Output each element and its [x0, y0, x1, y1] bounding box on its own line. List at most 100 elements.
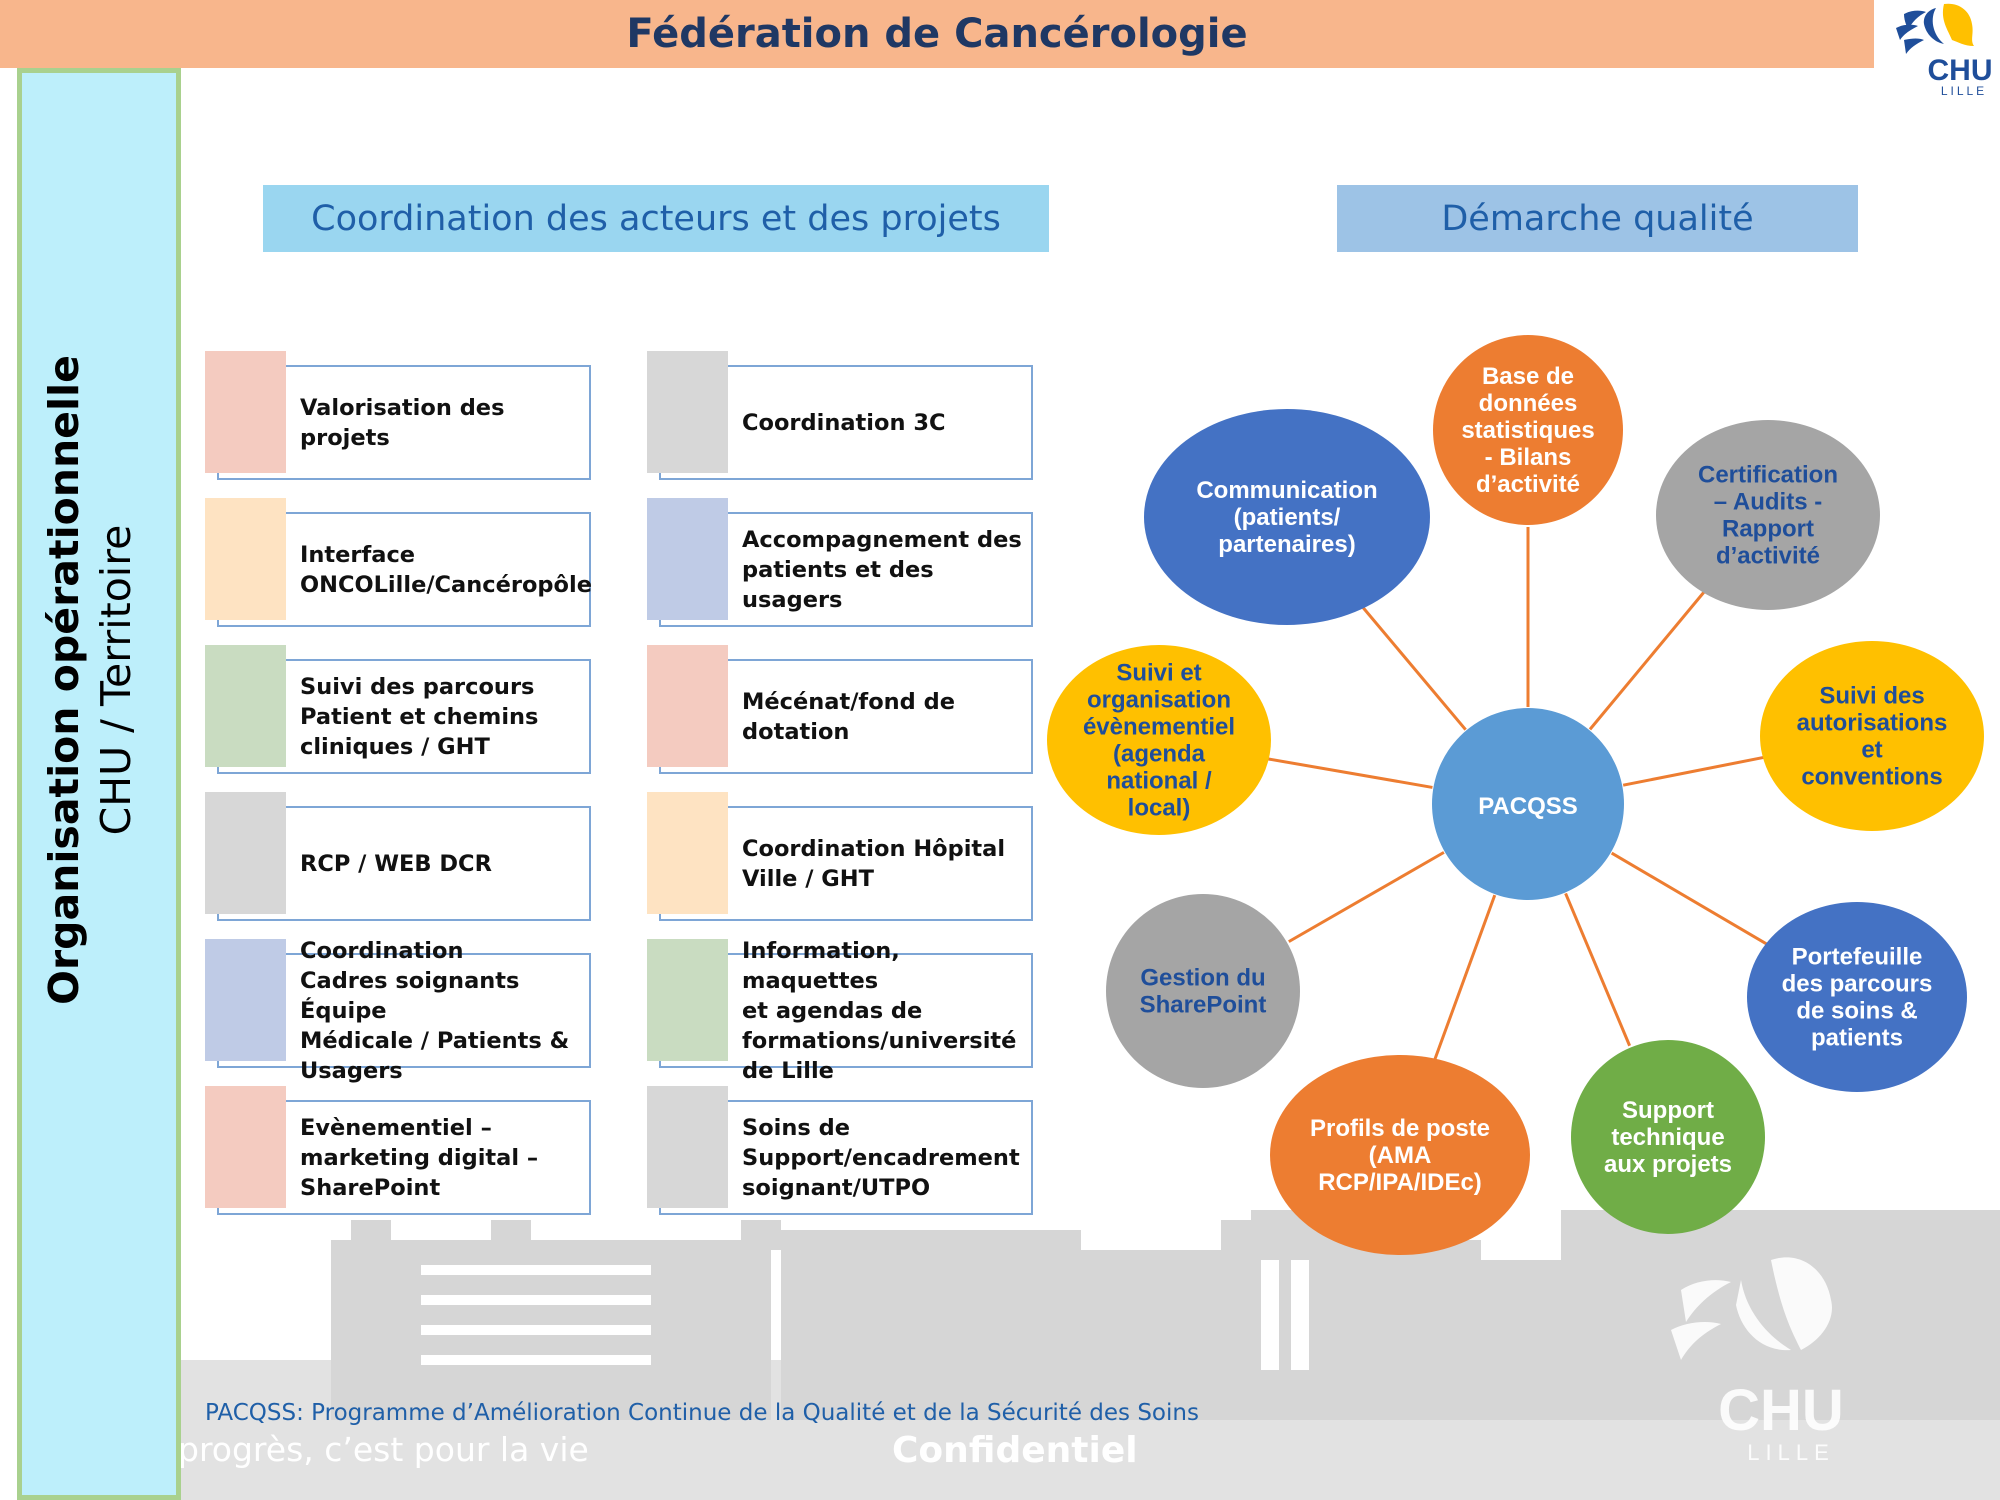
diagram-node-label: données [1479, 390, 1578, 417]
diagram-node-label: Profils de poste [1310, 1115, 1490, 1142]
card-label-line: dotation [742, 718, 850, 745]
connector-line [1622, 753, 1778, 787]
section-header-coordination: Coordination des acteurs et des projets [263, 185, 1049, 252]
connector-line [1588, 588, 1708, 731]
card-color-swatch [647, 792, 728, 914]
left-band-title: Organisation opérationnelle [40, 355, 88, 1005]
diagram-node-label: évènementiel [1083, 714, 1235, 741]
card-label-line: Ville / GHT [742, 865, 874, 892]
diagram-node-label: Certification [1698, 462, 1838, 489]
diagram-node-label: Suivi et [1116, 660, 1201, 687]
card-label-line: Evènementiel – [300, 1114, 492, 1141]
diagram-node-label: Support [1622, 1097, 1714, 1124]
card-label-line: Cadres soignants Équipe [300, 967, 520, 1024]
card-label-line: Coordination 3C [742, 409, 946, 436]
card-color-swatch [647, 351, 728, 473]
card-label: Coordination 3C [742, 365, 1027, 480]
card-label: Accompagnement des patients et des usager… [742, 512, 1027, 627]
connector-line [1356, 600, 1467, 731]
diagram-node-label: national / [1106, 768, 1212, 795]
card-label-line: Coordination Hôpital [742, 835, 1006, 862]
diagram-node-label: Base de [1482, 363, 1574, 390]
diagram-node-label: d’activité [1476, 471, 1580, 498]
diagram-node [1571, 1040, 1765, 1234]
card-label-line: formations/université [742, 1027, 1017, 1054]
diagram-node [1106, 894, 1300, 1088]
card-label-line: ONCOLille/Cancéropôle [300, 571, 592, 598]
card-color-swatch [647, 1086, 728, 1208]
diagram-node [1760, 641, 1984, 831]
diagram-node-label: – Audits - [1714, 489, 1822, 516]
diagram-node-label: technique [1611, 1124, 1724, 1151]
diagram-node-label: partenaires) [1218, 531, 1355, 558]
diagram-node-label: patients [1811, 1025, 1903, 1052]
card-label-line: RCP / WEB DCR [300, 850, 492, 877]
diagram-node-label: de soins & [1796, 998, 1917, 1025]
diagram-node-label: d’activité [1716, 543, 1820, 570]
card-label-line: Accompagnement des [742, 526, 1022, 553]
city-skyline-illustration: CHU LILLE [181, 1210, 2000, 1500]
pacqss-center-label: PACQSS [1478, 793, 1578, 820]
diagram-node-label: aux projets [1604, 1151, 1732, 1178]
footnote: PACQSS: Programme d’Amélioration Continu… [205, 1400, 1199, 1426]
card-label-line: Médicale / Patients & [300, 1027, 570, 1054]
card-label-line: Suivi des parcours [300, 673, 535, 700]
card-label-line: et agendas de [742, 997, 923, 1024]
diagram-node-label: des parcours [1782, 971, 1933, 998]
diagram-node-label: Communication [1196, 477, 1377, 504]
diagram-node-label: SharePoint [1140, 992, 1267, 1019]
card-label-line: SharePoint [300, 1174, 441, 1201]
diagram-node-label: autorisations [1797, 710, 1948, 737]
card-color-swatch [205, 498, 286, 620]
card-label-line: Interface [300, 541, 416, 568]
card-label: Valorisation des projets [300, 365, 585, 480]
card-label-line: cliniques / GHT [300, 733, 490, 760]
page-title: Fédération de Cancérologie [626, 11, 1248, 57]
confidential-label: Confidentiel [892, 1430, 1138, 1471]
left-vertical-band [17, 68, 181, 1500]
card-color-swatch [205, 939, 286, 1061]
coordination-card: Accompagnement des patients et des usager… [647, 498, 1033, 627]
card-color-swatch [205, 645, 286, 767]
diagram-node [1747, 902, 1967, 1092]
logo-name: CHU [1928, 54, 1993, 87]
svg-text:CHU: CHU [1718, 1378, 1844, 1443]
diagram-node-label: (agenda [1113, 741, 1206, 768]
connector-line [1610, 851, 1775, 950]
card-label: RCP / WEB DCR [300, 806, 585, 921]
card-label-line: Patient et chemins [300, 703, 539, 730]
diagram-node-label: RCP/IPA/IDEc) [1318, 1169, 1482, 1196]
diagram-node-label: Gestion du [1140, 965, 1265, 992]
diagram-node-label: (AMA [1369, 1142, 1432, 1169]
card-label-line: patients et des usagers [742, 556, 934, 613]
diagram-node-label: local) [1128, 795, 1191, 822]
connector-lines [1254, 527, 1778, 1060]
connector-line [1254, 755, 1433, 789]
card-label-line: de Lille [742, 1057, 834, 1084]
header-bar: Fédération de Cancérologie [0, 0, 1874, 68]
card-label-line: Usagers [300, 1057, 403, 1084]
connector-line [1564, 892, 1632, 1047]
card-label-line: Valorisation des projets [300, 394, 505, 451]
card-color-swatch [647, 939, 728, 1061]
card-label-line: marketing digital – [300, 1144, 539, 1171]
card-label-line: Coordination [300, 937, 464, 964]
section-header-quality: Démarche qualité [1337, 185, 1858, 252]
pacqss-center-node [1432, 708, 1624, 900]
coordination-card: Evènementiel – marketing digital – SharePo… [205, 1086, 591, 1215]
coordination-card: RCP / WEB DCR [205, 792, 591, 921]
